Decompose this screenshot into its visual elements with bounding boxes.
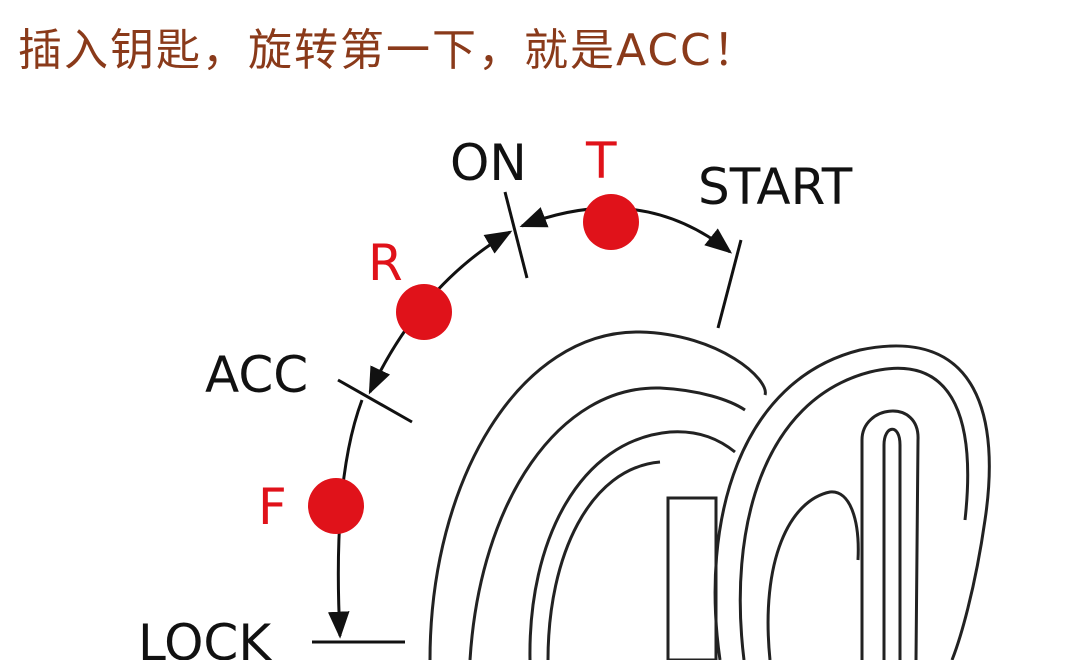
tick-acc: [337, 378, 413, 424]
marker-label-f: F: [258, 478, 287, 536]
position-label-start: START: [698, 158, 853, 216]
tick-start: [716, 239, 743, 329]
marker-dot-t: [583, 194, 639, 250]
caption-title: 插入钥匙，旋转第一下，就是ACC！: [18, 25, 759, 76]
marker-label-t: T: [585, 132, 617, 190]
ignition-cylinder-illustration: [428, 330, 991, 660]
marker-label-r: R: [368, 234, 403, 292]
marker-dot-f: [308, 478, 364, 534]
position-label-acc: ACC: [205, 346, 308, 404]
position-label-lock: LOCK: [138, 614, 272, 660]
marker-dot-r: [396, 284, 452, 340]
position-label-on: ON: [450, 134, 527, 192]
tick-on: [503, 191, 529, 279]
